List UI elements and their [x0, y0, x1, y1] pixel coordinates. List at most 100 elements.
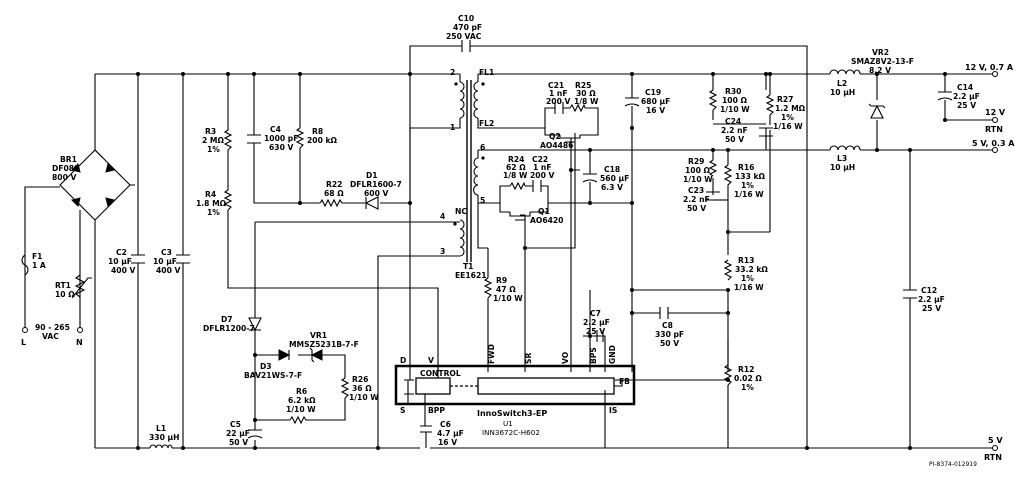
c8-rating: 50 V	[660, 339, 679, 348]
capacitor-c10-symbol	[461, 40, 471, 52]
inductor-l3-symbol	[829, 145, 861, 151]
t1-pin-5: 5	[480, 196, 485, 205]
r29-power: 1/10 W	[683, 175, 713, 184]
resistor-r9-symbol	[483, 277, 493, 299]
resistor-r16-symbol	[723, 164, 733, 200]
u1-pin-sr: SR	[524, 353, 533, 364]
r3-tol: 1%	[207, 145, 220, 154]
terminal-12v	[992, 71, 998, 77]
t1-pin-3: 3	[440, 247, 445, 256]
r29-value: 100 Ω	[685, 166, 710, 175]
capacitor-c7-symbol	[583, 330, 604, 342]
capacitor-c6-symbol	[420, 412, 432, 448]
r27-ref: R27	[777, 95, 793, 104]
r6-value: 6.2 kΩ	[288, 396, 316, 405]
r16-power: 1/16 W	[734, 190, 764, 199]
r25-ref: R25	[575, 81, 591, 90]
thermistor-rt1-arrow	[71, 277, 92, 299]
c2-rating: 400 V	[111, 266, 135, 275]
c19-value: 680 µF	[641, 97, 670, 106]
d7-part: DFLR1200-7	[203, 324, 255, 333]
c22-value: 1 nF	[533, 163, 552, 172]
r30-value: 100 Ω	[722, 96, 747, 105]
inductor-l2-symbol	[829, 69, 861, 75]
vr1-ref: VR1	[310, 331, 327, 340]
l2-value: 10 µH	[830, 88, 855, 97]
out2-label: 5 V, 0.3 A	[972, 139, 1015, 148]
c22-rating: 200 V	[530, 171, 554, 180]
diode-d7-symbol	[248, 317, 262, 332]
c18-rating: 6.3 V	[601, 183, 623, 192]
u1-pin-fb: FB	[619, 377, 630, 386]
c21-ref: C21	[548, 81, 564, 90]
u1-family: InnoSwitch3-EP	[477, 409, 547, 418]
capacitor-c19-symbol	[624, 97, 640, 107]
input-voltage: 90 - 265	[35, 323, 70, 332]
c12-ref: C12	[921, 286, 937, 295]
u1-ref: U1	[503, 419, 513, 428]
u1-pin-bps: BPS	[589, 347, 598, 364]
terminal-5v-rtn	[992, 445, 998, 451]
u1-part: INN3672C-H602	[482, 428, 540, 437]
q1-part: AO6420	[530, 216, 563, 225]
c4-ref: C4	[270, 125, 281, 134]
r8-ref: R8	[312, 127, 323, 136]
r13-ref: R13	[738, 256, 754, 265]
u1-pin-fwd: FWD	[487, 344, 496, 364]
resistor-r6-symbol	[289, 415, 308, 425]
out1-rtn-label: RTN	[985, 125, 1003, 134]
c5-value: 22 µF	[226, 429, 250, 438]
c23-ref: C23	[688, 186, 704, 195]
d3-part: BAV21WS-7-F	[244, 371, 302, 380]
out2-rtn-label: RTN	[984, 453, 1002, 462]
thermistor-rt1-symbol	[74, 274, 86, 298]
c24-ref: C24	[725, 117, 741, 126]
u1-pin-vo: VO	[561, 351, 570, 364]
zener-vr1-symbol	[310, 349, 323, 361]
r3-value: 2 MΩ	[202, 136, 224, 145]
c14-rating: 25 V	[957, 101, 976, 110]
r9-ref: R9	[496, 276, 507, 285]
c10-ref: C10	[458, 14, 474, 23]
vr2-rating: 8.2 V	[869, 66, 891, 75]
resistor-r26-symbol	[340, 377, 350, 399]
d1-part: DFLR1600-7	[350, 180, 402, 189]
resistor-r3-symbol	[223, 129, 233, 151]
r25-value: 30 Ω	[576, 89, 596, 98]
t1-pin-4: 4	[440, 212, 445, 221]
t1-pin-1: 1	[450, 123, 455, 132]
resistor-r12-symbol	[723, 364, 733, 386]
rt1-ref: RT1	[55, 281, 71, 290]
c18-ref: C18	[604, 165, 620, 174]
fuse-f1-symbol	[21, 254, 29, 276]
c14-ref: C14	[957, 83, 973, 92]
br1-rating: 800 V	[52, 173, 76, 182]
u1-pin-s: S	[400, 406, 405, 415]
resistor-r25-symbol	[569, 103, 586, 113]
q2-part: AO4486	[540, 141, 573, 150]
t1-pin-nc: NC	[455, 207, 467, 216]
vr1-part: MMSZ5231B-7-F	[289, 340, 359, 349]
r4-tol: 1%	[207, 208, 220, 217]
q1-ref: Q1	[538, 207, 550, 216]
c7-rating: 25 V	[586, 327, 605, 336]
terminal-n	[77, 327, 83, 333]
f1-ref: F1	[32, 252, 42, 261]
capacitor-c4-symbol	[247, 134, 261, 144]
l3-ref: L3	[837, 154, 847, 163]
ic-u1	[394, 364, 636, 412]
c10-value: 470 pF	[453, 23, 482, 32]
t1-part: EE1621	[455, 271, 487, 280]
r27-value: 1.2 MΩ	[775, 104, 806, 113]
r16-value: 133 kΩ	[735, 172, 766, 181]
resistor-r8-symbol	[295, 127, 305, 149]
resistor-r27-symbol	[765, 94, 775, 125]
capacitor-c22-symbol	[532, 180, 542, 192]
resistor-r22-symbol	[319, 198, 345, 208]
mosfet-q1-symbol	[509, 212, 531, 221]
resistor-r13-symbol	[723, 259, 733, 281]
l1-ref: L1	[156, 424, 166, 433]
c24-value: 2.2 nF	[721, 126, 748, 135]
br1-part: DF08S	[52, 164, 80, 173]
rt1-value: 10 Ω	[55, 290, 75, 299]
